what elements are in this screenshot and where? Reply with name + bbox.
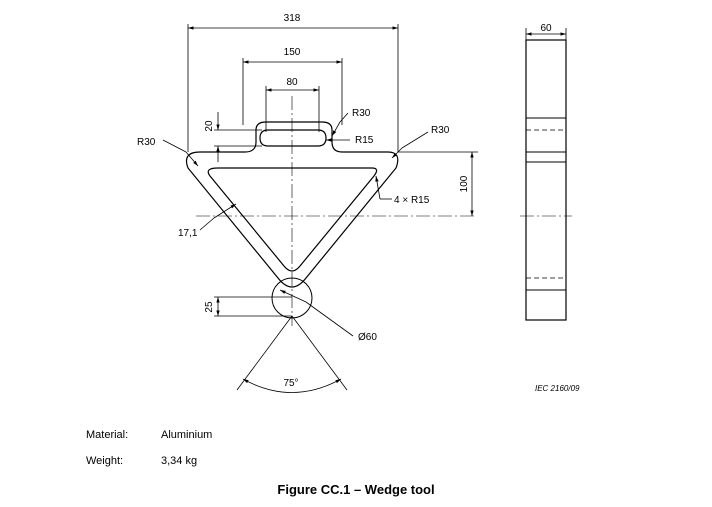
dim-4xr15: 4 × R15 [394,195,430,206]
material-label: Material: [86,429,129,441]
top-slot [259,129,327,147]
dim-side-60: 60 [540,23,552,34]
material-value: Aluminium [161,429,213,441]
weight-label: Weight: [86,455,124,467]
weight-value: 3,34 kg [161,455,198,467]
inner-outline [207,167,378,272]
dim-angle-75: 75° [283,378,298,389]
iec-reference: IEC 2160/09 [535,384,580,393]
dim-20: 20 [204,120,215,132]
dim-80: 80 [286,77,298,88]
dimension-lines [162,24,478,393]
dim-r15: R15 [355,135,374,146]
dim-100: 100 [459,175,470,192]
dim-318: 318 [284,13,301,24]
dim-diameter-60: Ø60 [358,332,377,343]
dim-25: 25 [204,301,215,313]
side-view-outline [525,39,567,321]
wedge-tool-drawing: 318 150 80 20 R30 R15 R30 R30 4 × R15 10… [137,13,580,393]
dim-150: 150 [284,47,301,58]
dim-r30-left: R30 [137,137,156,148]
dim-r30-top: R30 [352,108,371,119]
figure-caption: Figure CC.1 – Wedge tool [277,482,435,497]
side-view [525,28,567,321]
dim-17-1: 17,1 [178,228,198,239]
dim-r30-right: R30 [431,125,450,136]
center-lines [196,96,572,326]
